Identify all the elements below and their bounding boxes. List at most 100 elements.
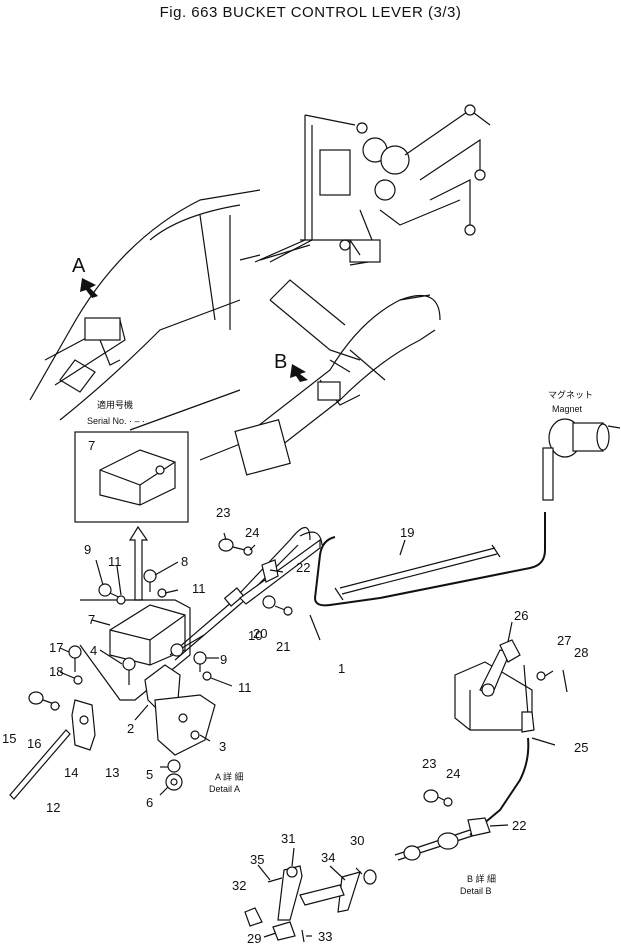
callout-9-upper: 9: [84, 542, 91, 557]
part-13-bracket: [71, 699, 96, 751]
part-34-plate: [337, 871, 361, 913]
callout-21: 21: [276, 639, 290, 654]
part-4-pin: [122, 657, 136, 671]
callout-11-b: 11: [192, 581, 206, 596]
callout-6: 6: [146, 795, 153, 810]
marker-a-label: A: [72, 255, 86, 277]
part-27-nut: [536, 671, 546, 681]
callout-17: 17: [49, 640, 63, 655]
valve-body-2: [380, 145, 410, 175]
left-boom-arm: [29, 189, 261, 421]
detail-b: [244, 639, 568, 943]
part-17-bolt: [68, 645, 82, 659]
callout-26: 26: [514, 608, 528, 623]
part-33-pin: [301, 929, 305, 943]
part-22-clamp-upper: [261, 559, 279, 583]
valve-body-3: [374, 179, 396, 201]
detail-b-jp-label: B 詳 細: [467, 873, 496, 884]
rod-19: [339, 547, 498, 595]
callout-23-lower: 23: [422, 756, 436, 771]
callout-1: 1: [338, 661, 345, 676]
part-31-lever: [277, 865, 303, 921]
callout-27: 27: [557, 633, 571, 648]
part-20-bolt: [262, 595, 276, 609]
part-23-bolt-upper: [218, 538, 234, 552]
callout-23-upper: 23: [216, 505, 230, 520]
marker-a: A: [72, 255, 98, 298]
part-28-pin: [562, 669, 568, 693]
right-boom-arm: [129, 239, 441, 476]
cable-1: [313, 512, 546, 607]
part-18-washer: [73, 675, 83, 685]
callout-10: 10: [248, 628, 262, 643]
callout-2: 2: [127, 721, 134, 736]
callout-11-a: 11: [108, 554, 122, 569]
detail-a-jp-label: A 詳 細: [215, 771, 244, 782]
callout-14: 14: [64, 765, 78, 780]
callout-8: 8: [181, 554, 188, 569]
callout-5: 5: [146, 767, 153, 782]
callout-11-c: 11: [238, 680, 252, 695]
arrow-b-icon: [290, 364, 308, 382]
part-11-washer: [116, 595, 126, 605]
part-24-washer-upper: [243, 546, 253, 556]
callout-3: 3: [219, 739, 226, 754]
part-3-plate: [154, 694, 216, 756]
callout-22-upper: 22: [296, 560, 310, 575]
part-32-bolt: [244, 907, 263, 927]
magnet-jp-label: マグネット: [548, 389, 593, 400]
callout-29: 29: [247, 931, 261, 946]
callout-9-lower: 9: [220, 652, 227, 667]
valve-bracket: [319, 149, 351, 196]
callout-7: 7: [88, 612, 95, 627]
callout-33: 33: [318, 929, 332, 944]
detail-a-label: Detail A: [209, 784, 240, 794]
part-23-bolt-lower: [423, 789, 439, 803]
callout-15: 15: [2, 731, 16, 746]
callout-13: 13: [105, 765, 119, 780]
part-12-rod: [9, 729, 71, 800]
callout-4: 4: [90, 643, 97, 658]
serial-inset-frame: [74, 431, 189, 523]
callout-28: 28: [574, 645, 588, 660]
marker-b-label: B: [274, 351, 287, 373]
part-8-bolt: [143, 569, 157, 583]
part-30-nut: [363, 869, 377, 885]
callout-32: 32: [232, 878, 246, 893]
callout-20: 20: [253, 626, 267, 641]
detail-b-label: Detail B: [460, 886, 492, 896]
part-22-clamp-lower: [467, 817, 491, 837]
magnet-assembly: マグネット Magnet: [542, 389, 621, 501]
part-9-bolt: [98, 583, 112, 597]
part-5-nut: [167, 759, 181, 773]
magnet-label: Magnet: [552, 404, 583, 414]
inset-plate-7: [99, 449, 176, 506]
part-29-block: [272, 921, 296, 941]
marker-b: B: [274, 351, 308, 382]
part-35-pin: [267, 877, 283, 883]
lever-bracket-a: [84, 317, 121, 341]
leader-lines: [59, 532, 556, 938]
callout-12: 12: [46, 800, 60, 815]
valve-linkage: [239, 104, 491, 266]
arrow-a-icon: [80, 278, 98, 298]
callout-31: 31: [281, 831, 295, 846]
callout-35: 35: [250, 852, 264, 867]
serial-jp-label: 適用号機: [97, 399, 133, 410]
serial-inset: 適用号機 Serial No. · – ·: [74, 399, 189, 523]
callout-24-lower: 24: [446, 766, 460, 781]
callout-24-upper: 24: [245, 525, 259, 540]
figure-title: Fig. 663 BUCKET CONTROL LEVER (3/3): [159, 4, 462, 21]
part-16-washer: [50, 701, 60, 711]
callout-numbers: 1 2 3 4 5 6 7 7 8 9 9 10 11 11 11 12 13 …: [2, 438, 588, 946]
part-7-plate: [109, 604, 186, 666]
callout-25: 25: [574, 740, 588, 755]
callout-7-inset: 7: [88, 438, 95, 453]
callout-30: 30: [350, 833, 364, 848]
callout-34: 34: [321, 850, 335, 865]
callout-19: 19: [400, 525, 414, 540]
hollow-arrow-icon: [128, 525, 149, 601]
serial-label: Serial No. · – ·: [87, 416, 145, 426]
